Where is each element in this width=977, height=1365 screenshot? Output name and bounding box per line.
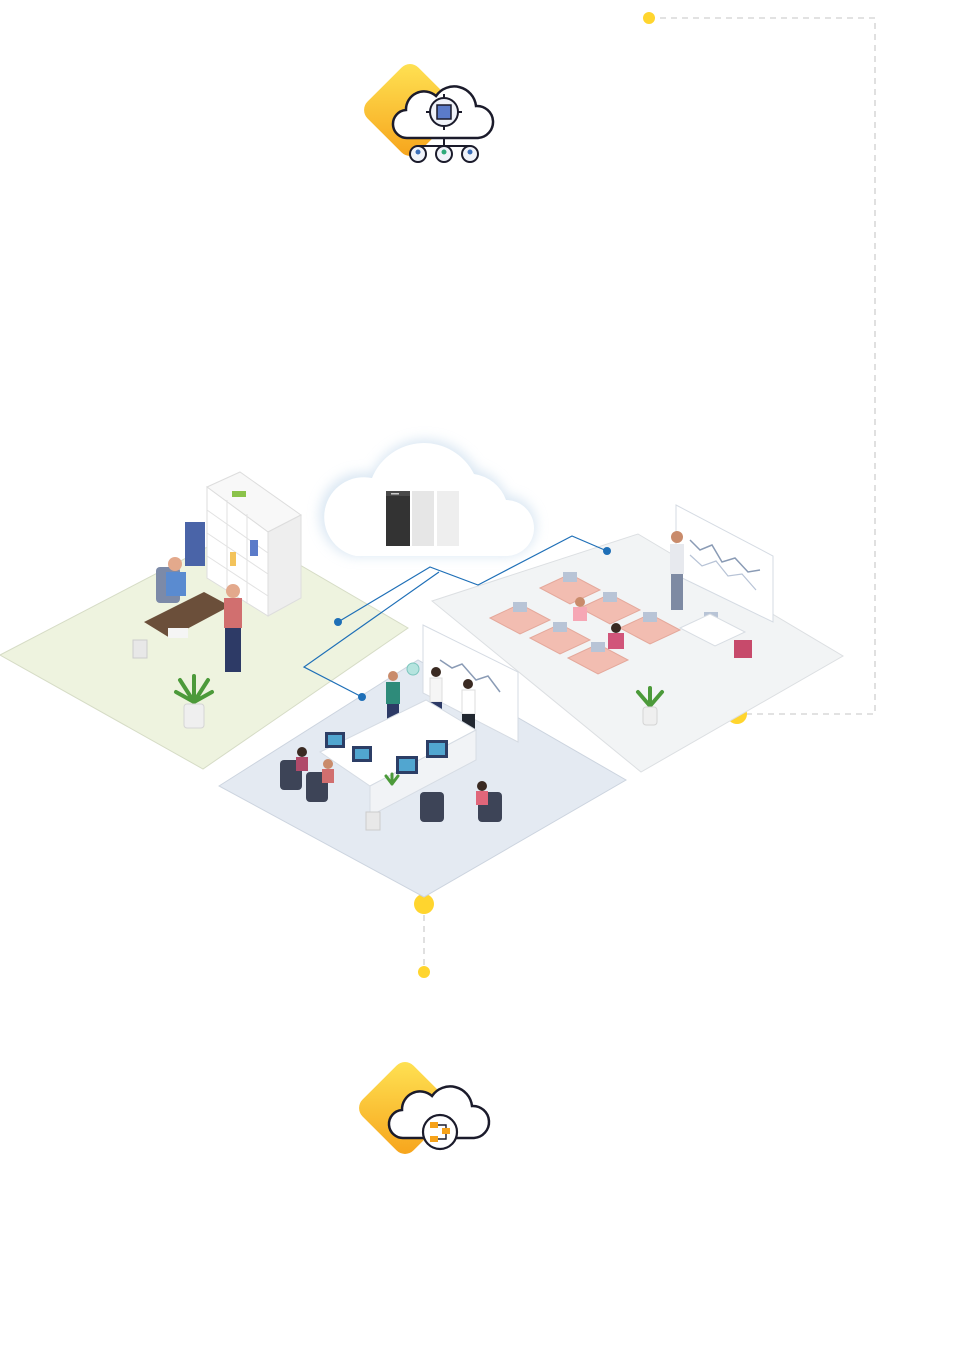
node-dot-office	[334, 618, 342, 626]
connector-dot-lower	[418, 966, 430, 978]
dev-room	[280, 624, 519, 831]
node-dot-class	[603, 547, 611, 555]
classroom-floor	[430, 533, 844, 773]
server-light-2	[437, 491, 459, 546]
server-light-1	[412, 491, 434, 546]
cloud-server-icon	[319, 439, 536, 556]
cloud-flowchart-icon	[359, 1062, 491, 1154]
classroom	[488, 504, 774, 726]
connector-dot-top	[643, 12, 655, 24]
server-dark	[386, 491, 410, 546]
dashed-line-top-right	[649, 17, 876, 715]
cloud-users-gear-icon	[364, 64, 495, 163]
network-lines	[302, 535, 608, 698]
dashed-connectors	[423, 17, 876, 972]
connector-dot-bottom	[414, 894, 434, 914]
node-dot-dev	[358, 693, 366, 701]
office-room	[132, 471, 302, 729]
